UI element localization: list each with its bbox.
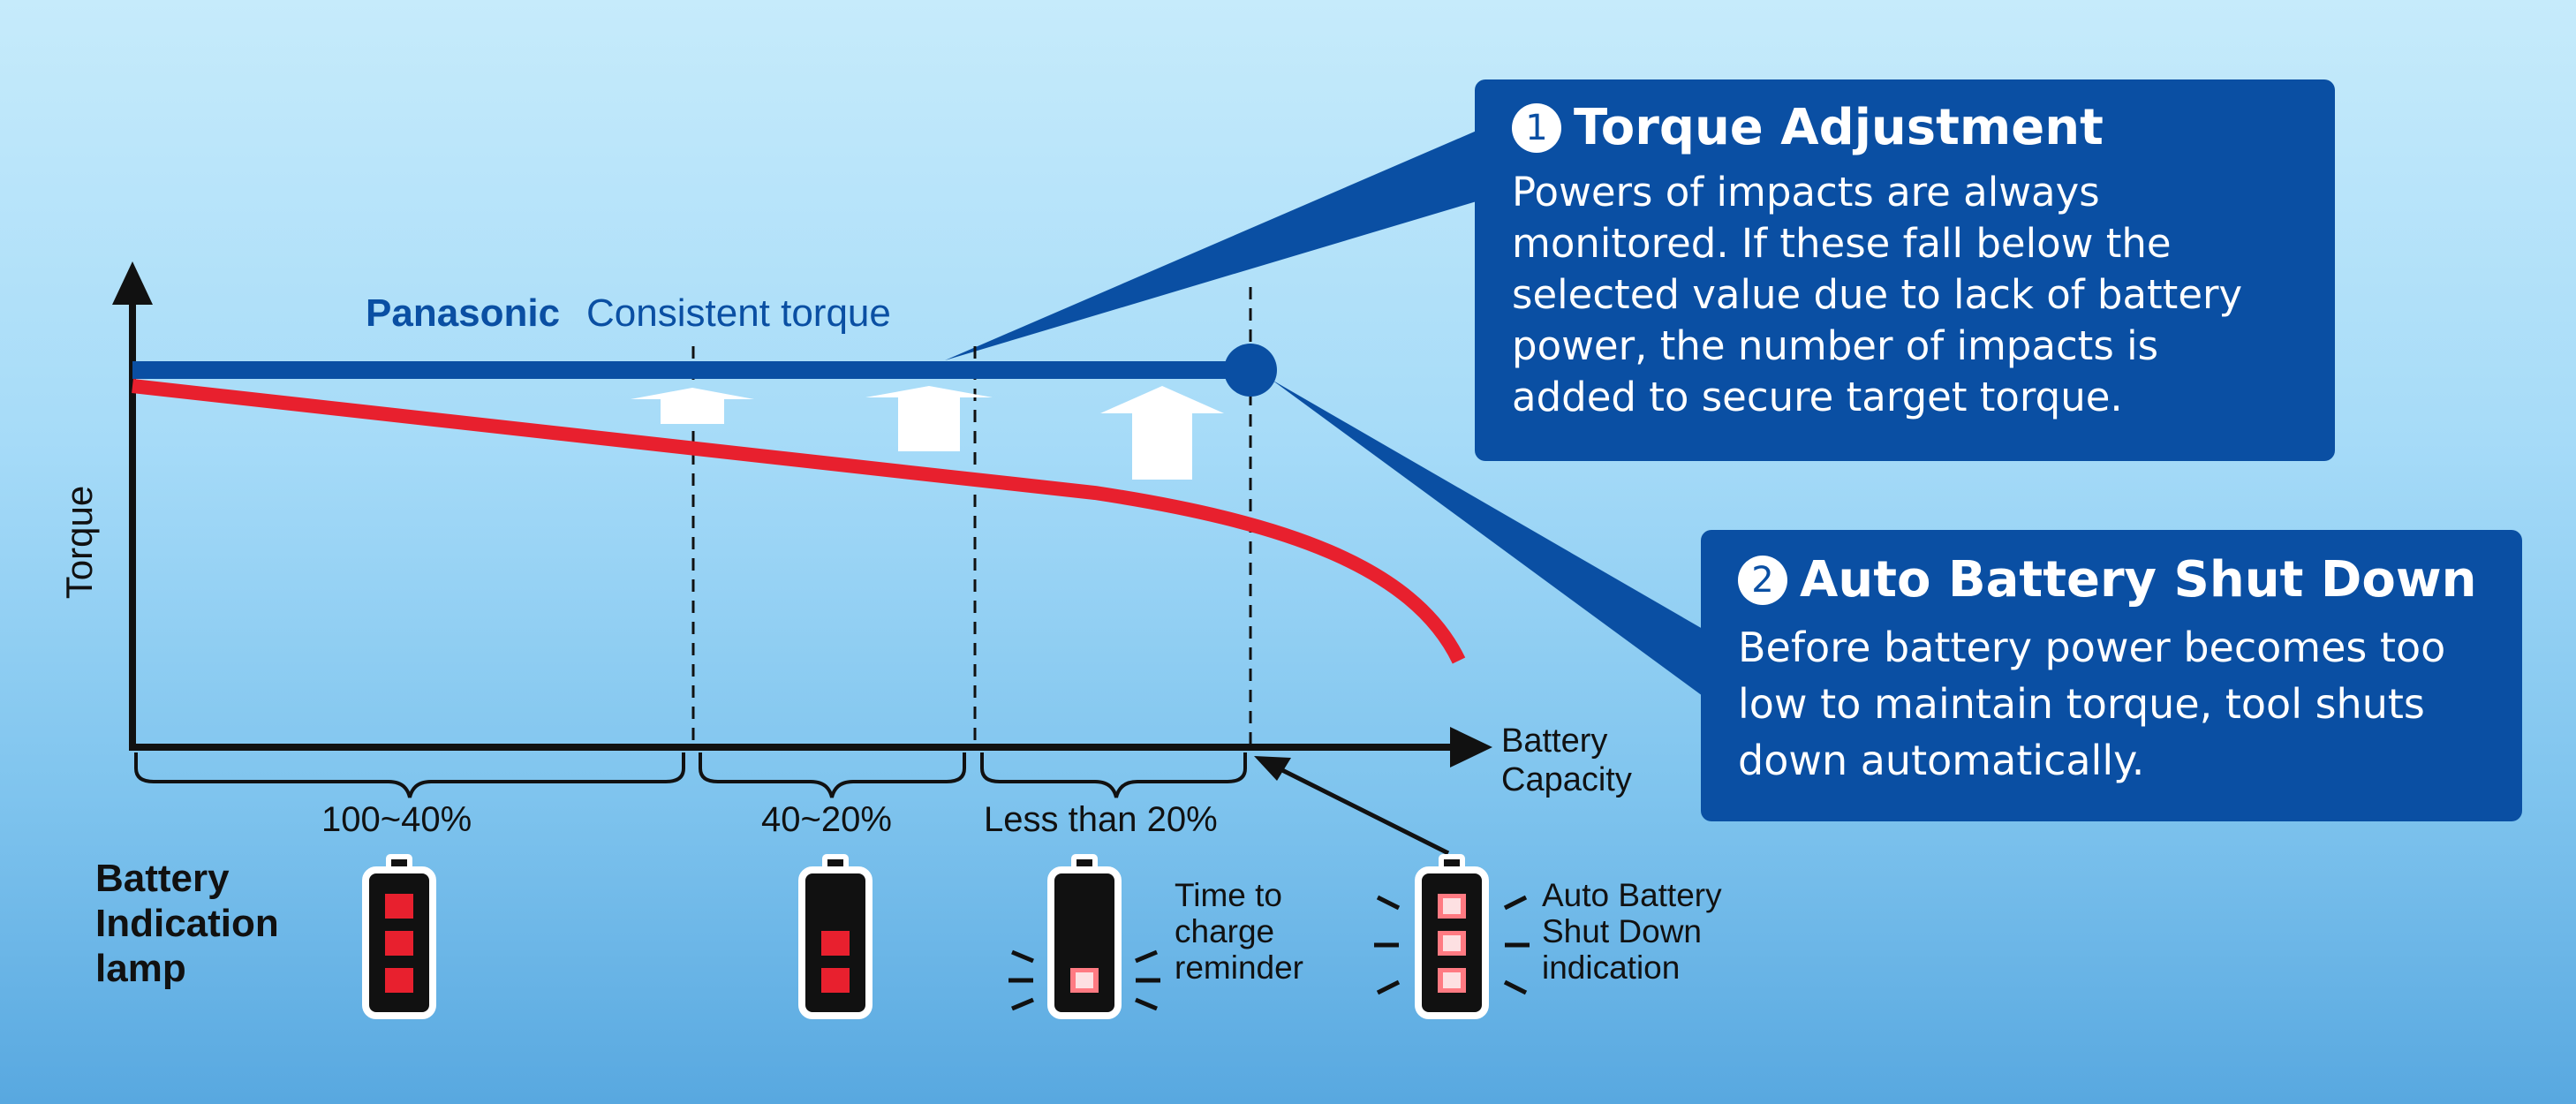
shutdown-point (1224, 344, 1277, 397)
lamp-note-charge-line2: charge (1175, 913, 1275, 949)
battery-lamp-shutdown-blinking (1374, 854, 1530, 1019)
callout1-line: Powers of impacts are always (1512, 169, 2100, 216)
lamp-note-shutdown-line2: Shut Down (1542, 913, 1702, 949)
x-axis-label-line1: Battery (1501, 722, 1608, 760)
callout1-pointer (945, 131, 1477, 360)
battery-lamp-full (362, 854, 436, 1019)
bracket-40-20 (699, 752, 966, 798)
range-label-40-20: 40~20% (761, 800, 892, 839)
lamp-note-shutdown-line3: indication (1542, 949, 1681, 986)
bracket-less-than-20 (980, 752, 1247, 798)
callout2-title: Auto Battery Shut Down (1800, 551, 2477, 609)
callout2-number-badge: 2 (1738, 555, 1787, 605)
declining-torque-curve (132, 379, 1466, 664)
range-label-100-40: 100~40% (321, 800, 472, 839)
callout2-line: low to maintain torque, tool shuts (1738, 680, 2425, 728)
callout1-line: added to secure target torque. (1512, 374, 2123, 420)
torque-boost-arrow-small (631, 388, 754, 424)
shutdown-indicator-arrowhead (1254, 756, 1291, 781)
lamp-note-charge-line1: Time to (1175, 877, 1282, 913)
callout1-line: monitored. If these fall below the (1512, 220, 2172, 267)
y-axis-arrowhead (112, 261, 153, 305)
callout1-title-row: 1 Torque Adjustment (1512, 99, 2298, 156)
lamp-title-line2: Indication (95, 902, 279, 945)
callout1-number-badge: 1 (1512, 102, 1561, 153)
callout2-title-row: 2 Auto Battery Shut Down (1738, 551, 2485, 609)
callout1-title: Torque Adjustment (1574, 99, 2104, 156)
battery-lamp-low-blinking (1008, 854, 1160, 1019)
shutdown-indicator-arrow (1270, 762, 1450, 856)
lamp-note-shutdown-line1: Auto Battery (1542, 877, 1722, 913)
x-axis-arrowhead (1450, 727, 1492, 768)
battery-lamp-medium (798, 854, 873, 1019)
callout2-line: Before battery power becomes too (1738, 624, 2446, 671)
lamp-title-line3: lamp (95, 947, 186, 990)
callout1-body: Powers of impacts are always monitored. … (1512, 167, 2298, 423)
torque-boost-arrow-large (1100, 386, 1224, 480)
callout1-line: selected value due to lack of battery (1512, 271, 2243, 318)
brand-tagline: Consistent torque (586, 291, 891, 335)
torque-boost-arrow-medium (865, 386, 993, 451)
callout-auto-battery-shut-down: 2 Auto Battery Shut Down Before battery … (1701, 530, 2522, 821)
range-label-less-than-20: Less than 20% (984, 800, 1218, 839)
brand-label: Panasonic (366, 291, 561, 335)
bracket-100-40 (134, 752, 685, 798)
x-axis-label-line2: Capacity (1501, 761, 1632, 798)
y-axis-label: Torque (58, 485, 100, 600)
lamp-note-charge-line3: reminder (1175, 949, 1303, 986)
callout-torque-adjustment: 1 Torque Adjustment Powers of impacts ar… (1475, 79, 2335, 461)
lamp-title-line1: Battery (95, 857, 230, 900)
callout2-line: down automatically. (1738, 737, 2145, 784)
callout1-line: power, the number of impacts is (1512, 322, 2159, 369)
callout2-body: Before battery power becomes too low to … (1738, 619, 2485, 789)
callout2-pointer (1272, 380, 1703, 696)
